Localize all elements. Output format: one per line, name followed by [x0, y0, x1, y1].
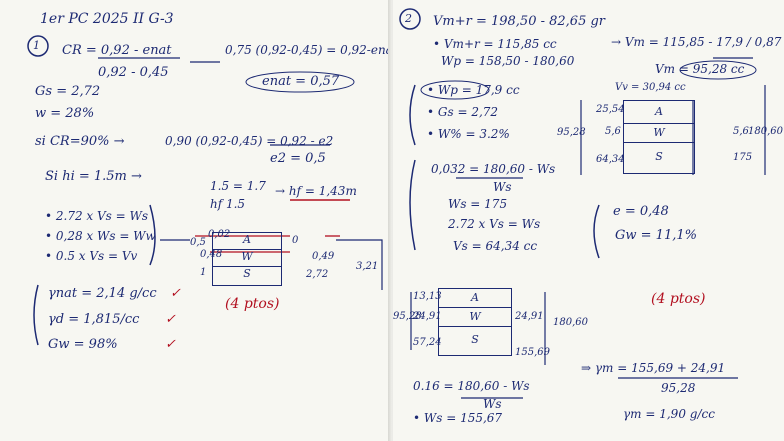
- vm-calculation: → Vm = 115,85 - 17,9 / 0,87: [611, 35, 782, 49]
- gamma-m-denominator: 95,28: [661, 381, 696, 395]
- check-mark: ✓: [170, 286, 181, 301]
- right-page: 2 Vm+r = 198,50 - 82,65 gr • Vm+r = 115,…: [393, 0, 784, 441]
- phase-water: W: [624, 124, 694, 143]
- ws-result: Ws = 175: [448, 197, 508, 211]
- phase-air: A: [624, 101, 694, 124]
- dia1-left-bot: 1: [200, 267, 207, 278]
- eq-ws-2-denominator: Ws: [483, 397, 502, 411]
- gw-result-2: Gw = 11,1%: [615, 228, 697, 243]
- question-number-2: 2: [405, 12, 412, 25]
- gamma-d: γd = 1,815/cc: [48, 312, 140, 327]
- d2-left-2: 24,91: [413, 311, 442, 322]
- phase-diagram-2: A W S: [623, 100, 695, 174]
- d1-left-1: 25,54: [596, 104, 625, 115]
- phase-water: W: [439, 308, 511, 327]
- eq-cr-substitution: 0,75 (0,92-0,45) = 0,92-enat: [225, 43, 392, 57]
- hf-result: → hf = 1,43m: [275, 184, 357, 198]
- enat-result: enat = 0,57: [262, 74, 340, 89]
- phase-solid: S: [655, 150, 663, 163]
- question-number-1: 1: [33, 39, 40, 52]
- eq-ws: 0,032 = 180,60 - Ws: [431, 162, 556, 176]
- eq-cr-denominator: 0,92 - 0,45: [98, 65, 169, 80]
- ratio-bottom: hf 1.5: [210, 197, 246, 211]
- eq-vm-r-result: • Vm+r = 115,85 cc: [433, 37, 557, 51]
- si-hi-label: Si hi = 1.5m →: [45, 169, 142, 184]
- d1-right-2: 175: [733, 152, 753, 163]
- gamma-m-result: γm = 1,90 g/cc: [623, 407, 715, 421]
- dia1-left-mid: 0,48: [200, 249, 223, 260]
- left-page-drawings: [27, 35, 383, 346]
- d1-total: 95,28: [557, 127, 586, 138]
- vm-result: Vm = 95,28 cc: [655, 62, 745, 76]
- gamma-m: ⇒ γm = 155,69 + 24,91: [581, 361, 726, 375]
- gamma-nat: γnat = 2,14 g/cc: [48, 286, 157, 301]
- phase-diagram-1: A W S: [212, 232, 282, 286]
- d1-right-1: 5,6: [733, 126, 749, 137]
- eq-wp-result: • Wp = 17,9 cc: [427, 83, 520, 97]
- w-percent: • W% = 3.2%: [427, 127, 510, 141]
- e-result: e = 0,48: [613, 204, 669, 219]
- points-badge: (4 ptos): [225, 296, 280, 312]
- eq-ws-2: 0.16 = 180,60 - Ws: [413, 379, 530, 393]
- dia1-right-bot: 2,72: [306, 269, 329, 280]
- vv-top-label: Vv = 30,94 cc: [615, 82, 686, 93]
- gs-value-2: • Gs = 2,72: [427, 105, 499, 119]
- check-mark: ✓: [165, 312, 176, 327]
- d2-right-2: 155,69: [515, 347, 550, 358]
- e2-result: e2 = 0,5: [270, 151, 326, 166]
- check-mark: ✓: [165, 337, 176, 352]
- eq-wp: Wp = 158,50 - 180,60: [441, 54, 575, 68]
- dia1-left-top: 0,02: [208, 229, 231, 240]
- d2-right-1: 24,91: [515, 311, 544, 322]
- d1-left-3: 64,34: [596, 154, 625, 165]
- eq-cr: CR = 0,92 - enat: [62, 43, 172, 58]
- phase-solid: S: [243, 267, 251, 280]
- dia1-right-top: 0: [292, 235, 299, 246]
- phase-air: A: [439, 289, 511, 308]
- left-page: 1er PC 2025 II G-3 1 CR = 0,92 - enat 0,…: [0, 0, 392, 441]
- eq-vs: 2.72 x Vs = Ws: [448, 217, 541, 231]
- line-ws: • 2.72 x Vs = Ws: [45, 209, 149, 223]
- eq-e2: 0,90 (0,92-0,45) = 0,92 - e2: [165, 134, 334, 148]
- d1-left-2: 5,6: [605, 126, 621, 137]
- phase-air: A: [213, 233, 281, 250]
- dia1-right-total: 3,21: [356, 261, 379, 272]
- d2-left-3: 57,24: [413, 337, 442, 348]
- line-ww: • 0,28 x Ws = Ww: [45, 229, 156, 243]
- line-vv: • 0.5 x Vs = Vv: [45, 249, 138, 263]
- gw-result: Gw = 98%: [48, 337, 118, 352]
- right-page-drawings: [399, 8, 766, 399]
- points-badge: (4 ptos): [651, 291, 706, 307]
- vs-result: Vs = 64,34 cc: [453, 239, 538, 253]
- ratio-top: 1.5 = 1.7: [210, 179, 266, 193]
- ws-result-2: • Ws = 155,67: [413, 411, 503, 425]
- si-cr-label: si CR=90% →: [35, 134, 125, 149]
- notebook-spine: [388, 0, 396, 441]
- dia1-right-mid: 0,49: [312, 251, 335, 262]
- gs-value: Gs = 2,72: [35, 84, 101, 99]
- d2-right-total: 180,60: [553, 317, 588, 328]
- d2-total: 95,28: [393, 311, 422, 322]
- eq-vm-r: Vm+r = 198,50 - 82,65 gr: [433, 14, 606, 29]
- d1-right-total: 180,60: [748, 126, 783, 137]
- eq-ws-denominator: Ws: [493, 180, 512, 194]
- d2-left-1: 13,13: [413, 291, 442, 302]
- w-value: w = 28%: [35, 106, 95, 121]
- dia1-left-top2: 0,5: [190, 237, 206, 248]
- phase-diagram-3: A W S: [438, 288, 512, 356]
- page-header: 1er PC 2025 II G-3: [40, 11, 174, 27]
- phase-water: W: [213, 250, 281, 267]
- phase-solid: S: [471, 333, 479, 346]
